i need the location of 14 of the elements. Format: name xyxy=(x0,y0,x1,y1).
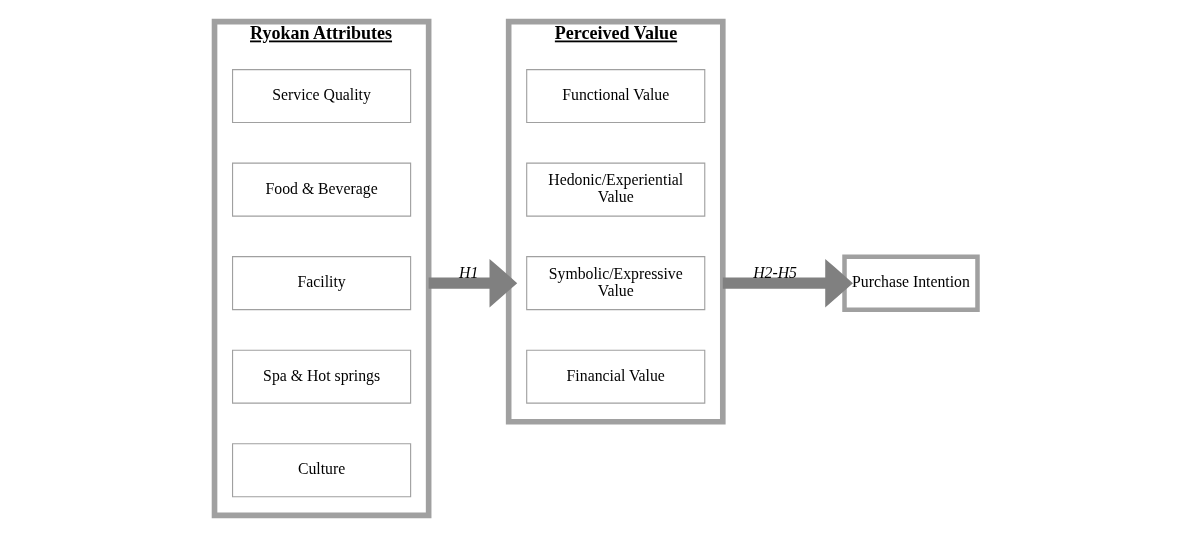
node-box: Functional Value xyxy=(525,69,705,124)
node-box: Symbolic/Expressive Value xyxy=(525,256,705,311)
node-box: Facility xyxy=(231,256,411,311)
node-box: Purchase Intention xyxy=(841,254,980,312)
edge-label: H1 xyxy=(458,263,478,281)
arrow xyxy=(722,258,853,308)
node-box: Spa & Hot springs xyxy=(231,349,411,404)
edge-label: H2-H5 xyxy=(752,263,797,281)
node-box: Food & Beverage xyxy=(231,162,411,217)
node-box: Culture xyxy=(231,443,411,498)
arrow xyxy=(428,258,517,308)
node-box: Service Quality xyxy=(231,69,411,124)
node-box: Financial Value xyxy=(525,349,705,404)
node-box: Hedonic/Experiential Value xyxy=(525,162,705,217)
